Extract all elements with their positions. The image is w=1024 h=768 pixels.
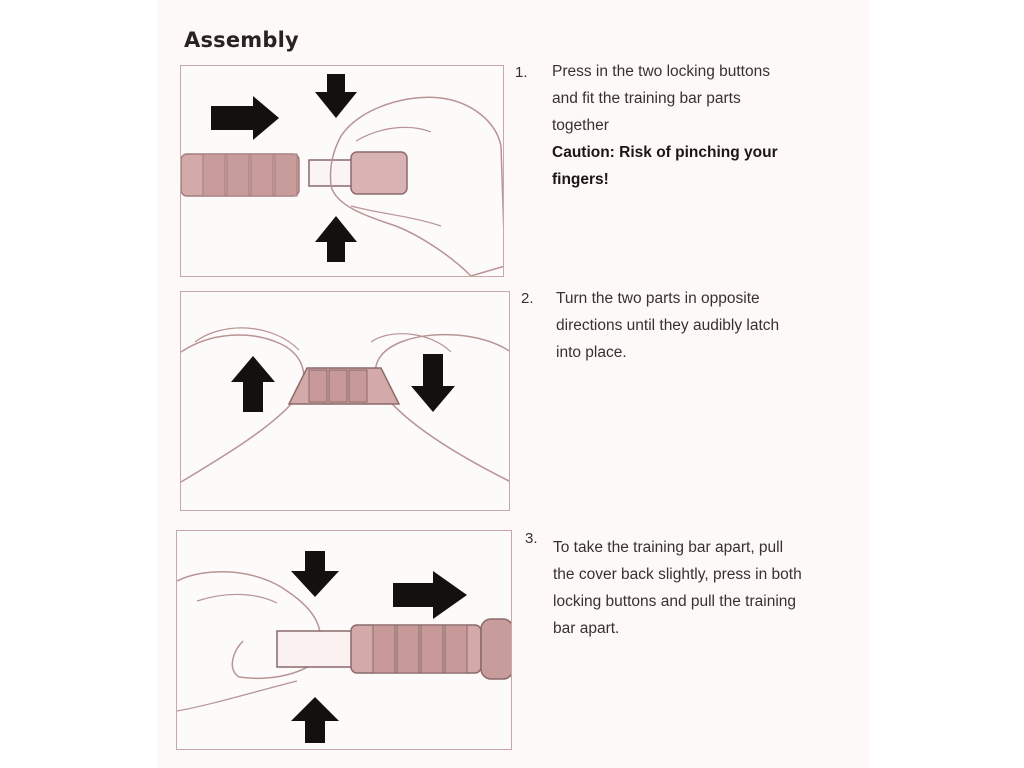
step-number: 2. <box>521 290 534 307</box>
step-line: together <box>552 117 609 134</box>
arrow-right-icon <box>211 96 279 140</box>
training-bar <box>287 367 401 405</box>
training-bar-left <box>181 153 300 197</box>
step-line: Press in the two locking buttons <box>552 63 770 80</box>
caution-line: fingers! <box>552 171 609 188</box>
step-line: locking buttons and pull the training <box>553 593 796 610</box>
hand-outline <box>329 96 503 276</box>
arrow-down-icon <box>315 74 357 118</box>
arrow-down-icon <box>291 551 339 597</box>
step-line: directions until they audibly latch <box>556 317 780 334</box>
page-title: Assembly <box>184 28 299 52</box>
arrow-up-icon <box>231 356 275 412</box>
step-number: 1. <box>515 64 528 81</box>
caution-line: Caution: Risk of pinching your <box>552 144 778 161</box>
illustration-step-3 <box>176 530 512 750</box>
step-line: into place. <box>556 344 627 361</box>
arrow-right-icon <box>393 571 467 619</box>
step-3-text: To take the training bar apart, pull the… <box>553 534 802 642</box>
step-line: Turn the two parts in opposite <box>556 290 760 307</box>
arrow-down-icon <box>411 354 455 412</box>
step-2-text: Turn the two parts in opposite direction… <box>556 285 779 366</box>
left-hand-outline <box>181 334 305 483</box>
training-bar-right-part <box>308 151 408 195</box>
illustration-step-2 <box>180 291 510 511</box>
step-line: bar apart. <box>553 620 620 637</box>
step-line: and fit the training bar parts <box>552 90 741 107</box>
illustration-step-1 <box>180 65 504 277</box>
arrow-up-icon <box>291 697 339 743</box>
step-line: the cover back slightly, press in both <box>553 566 802 583</box>
arrow-up-icon <box>315 216 357 262</box>
step-number: 3. <box>525 530 538 547</box>
step-1-text: Press in the two locking buttons and fit… <box>552 58 778 193</box>
training-bar <box>276 618 511 680</box>
step-line: To take the training bar apart, pull <box>553 539 784 556</box>
